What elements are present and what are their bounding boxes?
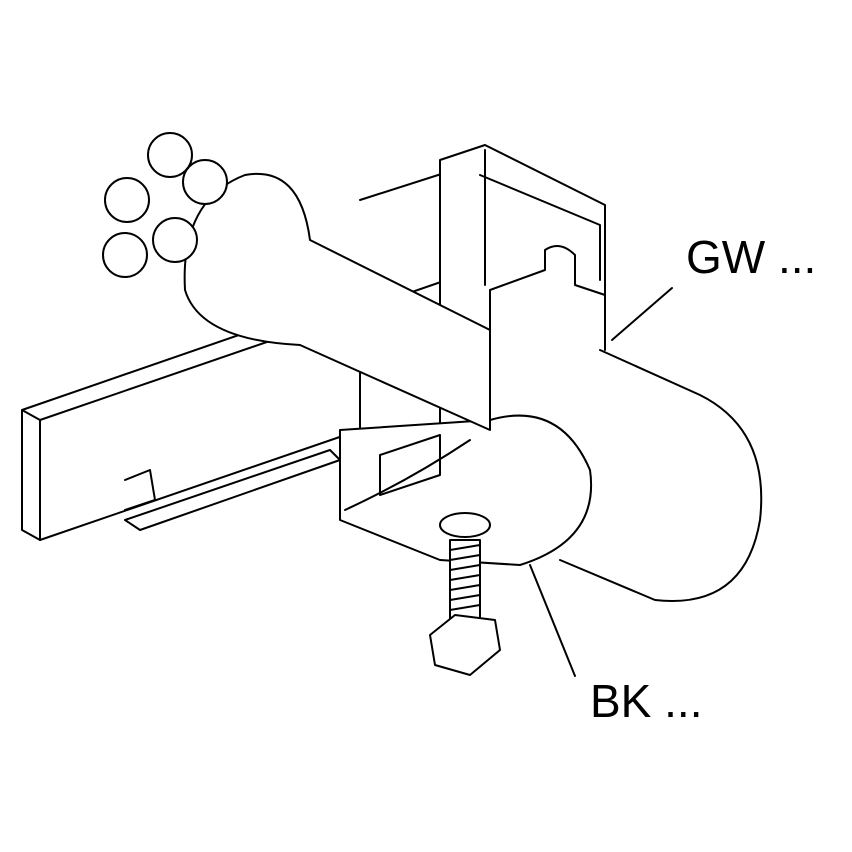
cable-cylinder <box>559 349 763 602</box>
gw-leader-line <box>611 287 673 341</box>
bk-leader-line <box>529 564 576 677</box>
label-bk: BK ... <box>590 675 703 727</box>
label-gw: GW ... <box>686 231 817 283</box>
cable-bundle <box>102 132 491 431</box>
screw <box>429 512 501 676</box>
